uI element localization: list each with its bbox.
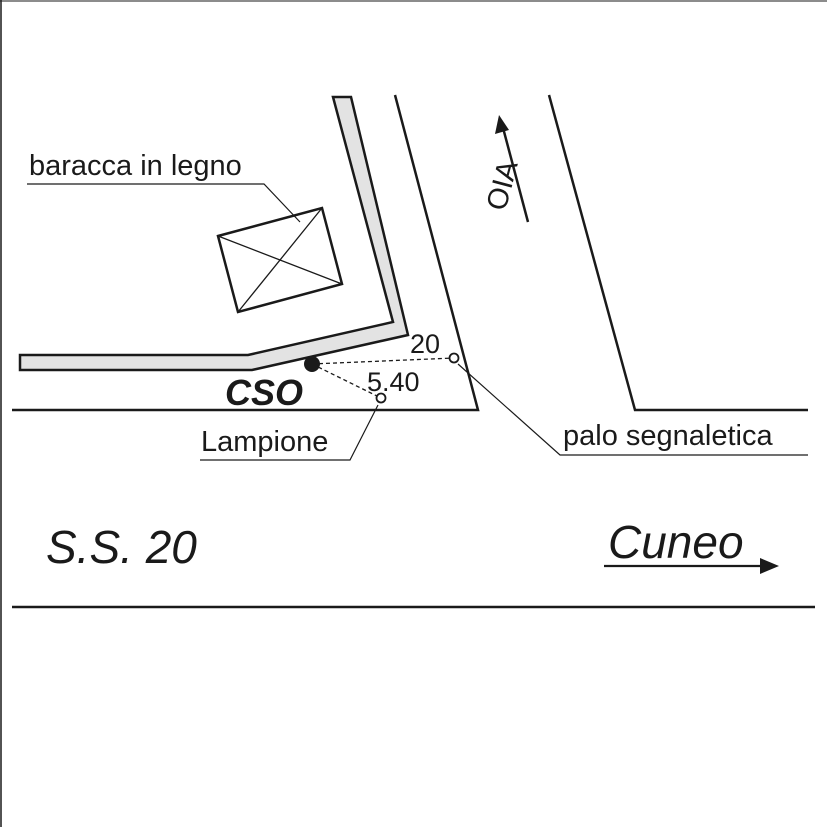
sign-pole-label: palo segnaletica	[563, 420, 773, 452]
measure-line-sign	[311, 357, 455, 365]
wall-band	[18, 95, 410, 372]
side-road-right-edge	[547, 94, 808, 412]
hut-leader-line	[27, 183, 301, 223]
sign-pole-leader-line	[457, 363, 808, 456]
direction-arrow-head	[495, 115, 509, 134]
lamp-point	[375, 392, 387, 404]
side-road-left-edge	[12, 94, 480, 412]
town-arrow-head	[760, 558, 779, 574]
station-label: CSO	[225, 372, 303, 413]
sign-distance-label: 20	[410, 329, 440, 359]
direction-label: OIA	[481, 157, 525, 214]
direction-arrow-shaft	[500, 123, 530, 223]
hut-diagonal-2	[237, 207, 323, 313]
sign-pole-point	[448, 352, 460, 364]
lamp-distance-label: 5.40	[367, 367, 420, 397]
measure-line-lamp	[311, 363, 382, 399]
lamp-leader-line	[200, 404, 379, 461]
town-label: Cuneo	[608, 516, 744, 568]
station-point	[304, 356, 320, 372]
road-label: S.S. 20	[46, 521, 197, 573]
hut-label: baracca in legno	[29, 150, 242, 182]
lamp-label: Lampione	[201, 426, 328, 458]
